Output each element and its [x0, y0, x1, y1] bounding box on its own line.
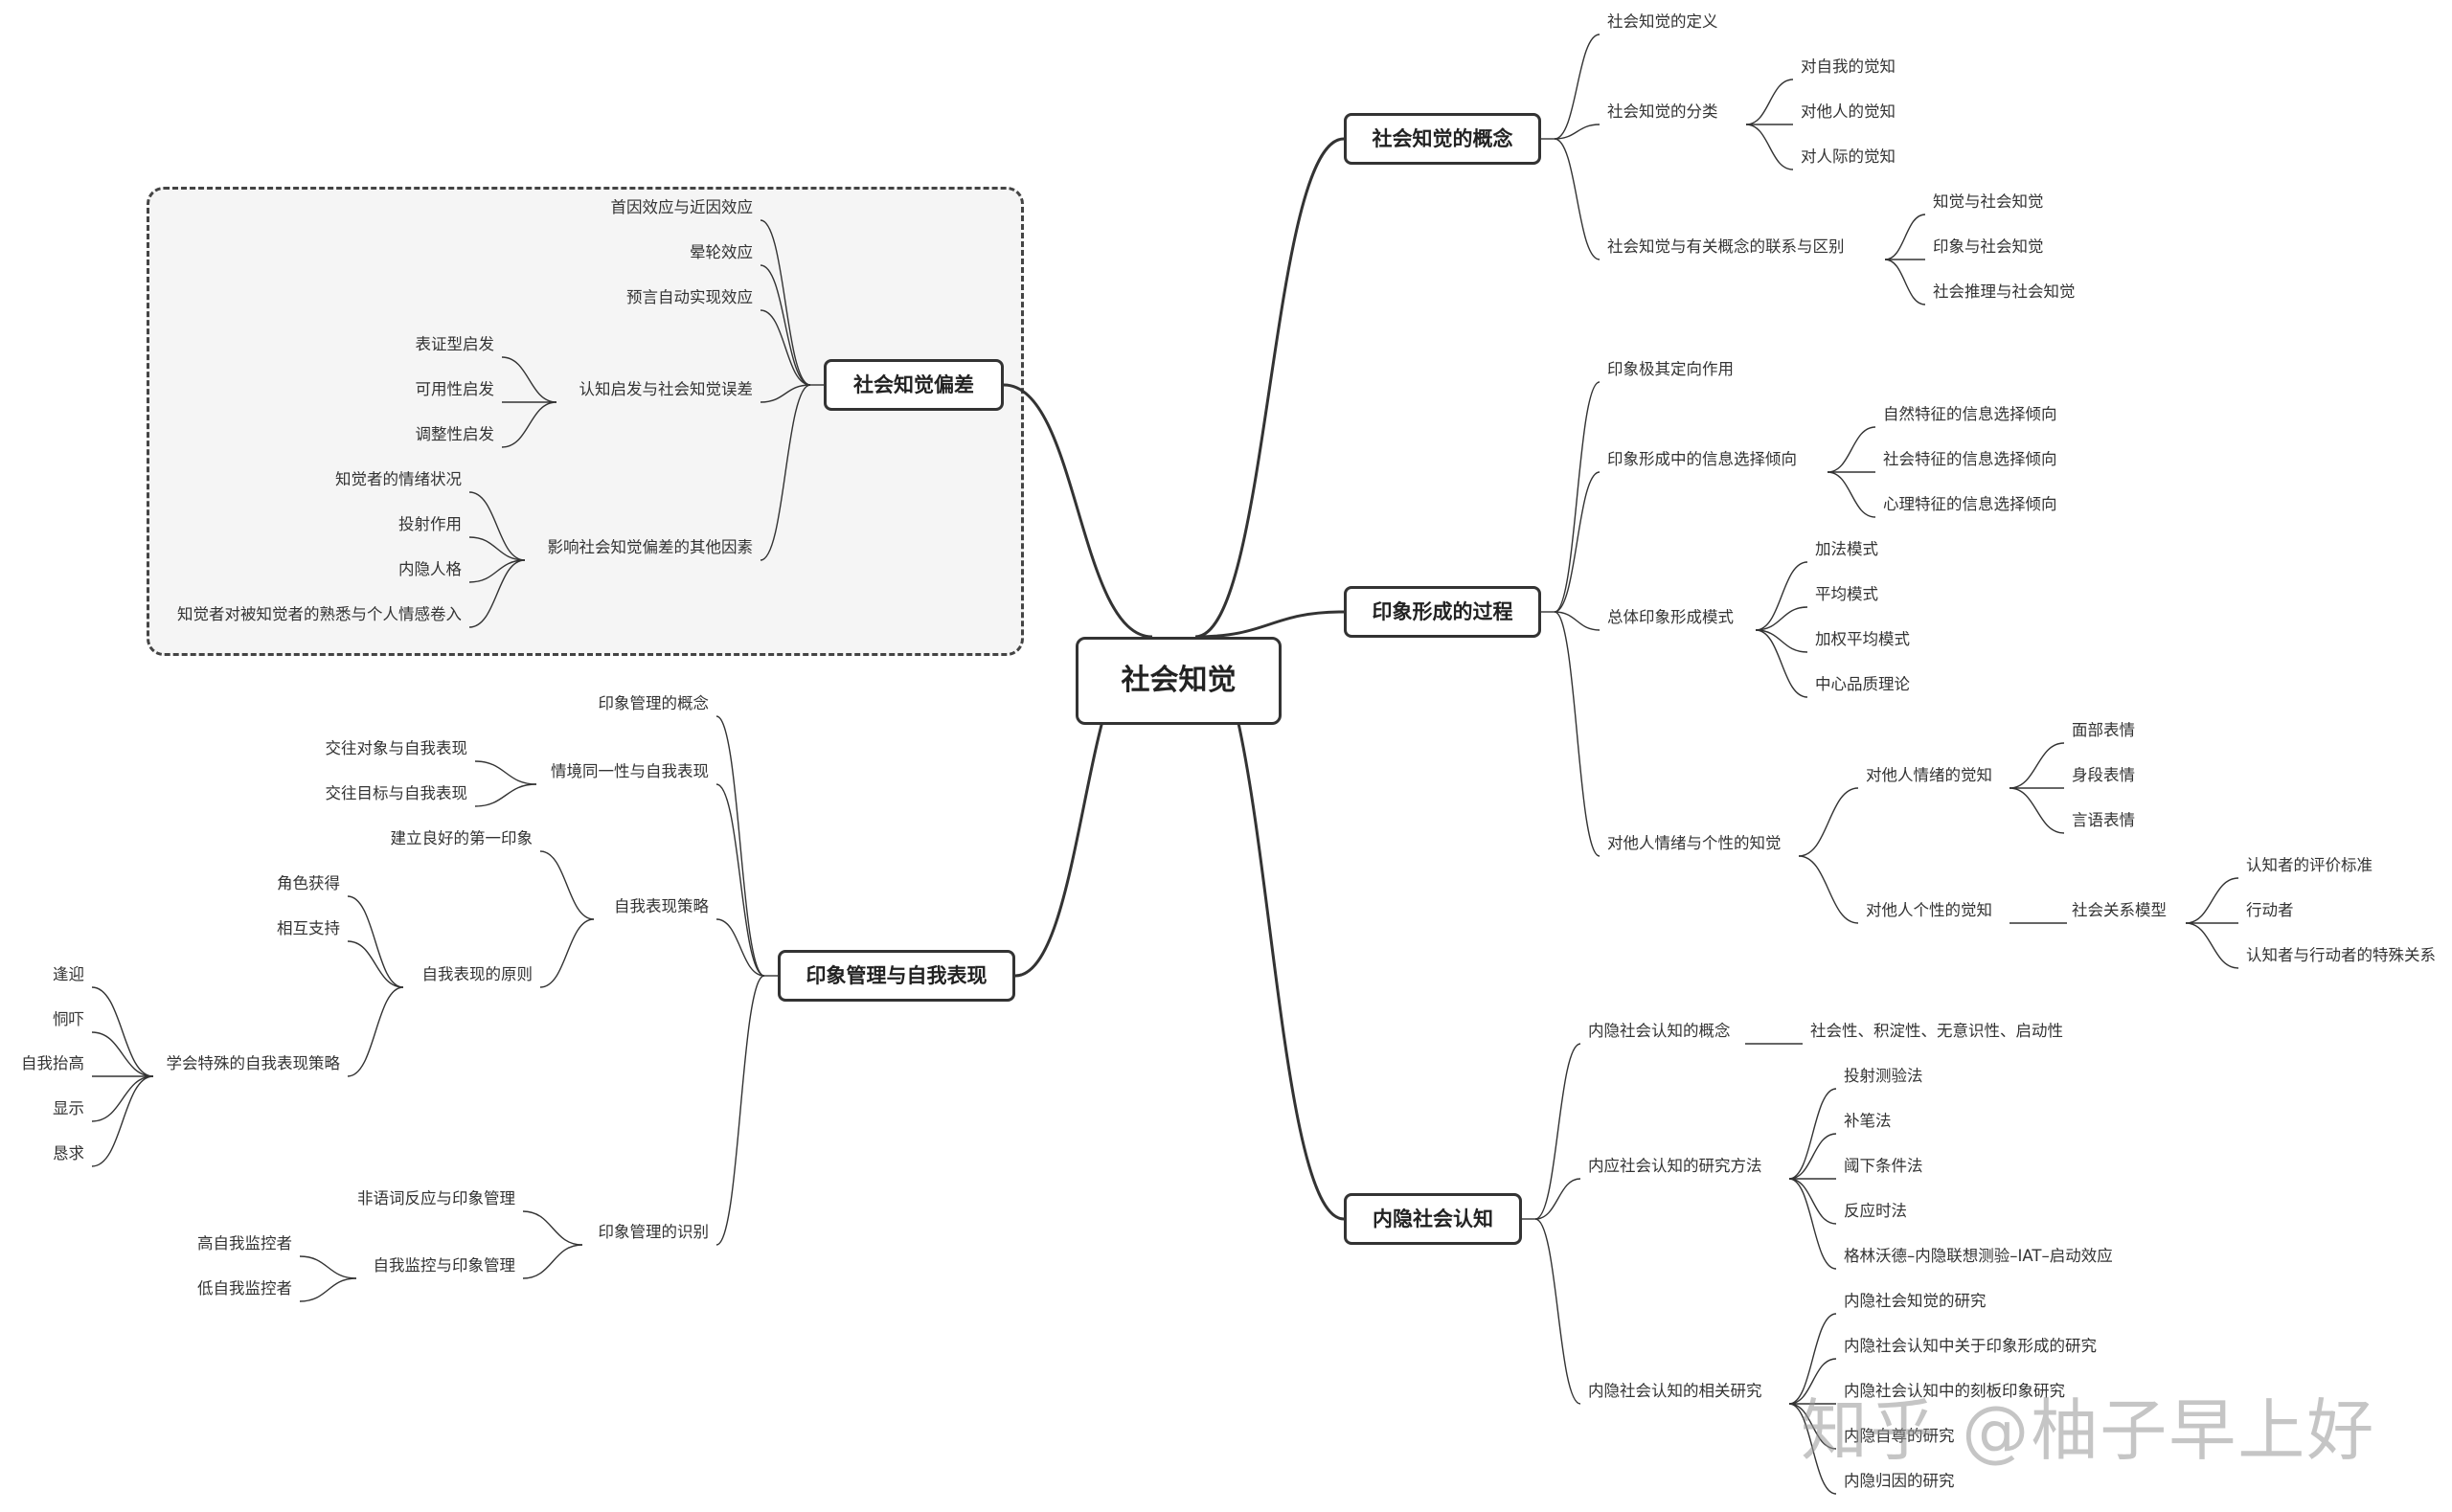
perception-bias-group-frame	[147, 187, 1024, 656]
connector	[1798, 787, 1859, 857]
connector	[1884, 259, 1926, 305]
connector	[474, 783, 537, 807]
connector	[1755, 606, 1808, 631]
connector	[1003, 383, 1153, 639]
connector	[522, 1210, 583, 1246]
connector	[1014, 635, 1153, 978]
connector	[2185, 877, 2239, 924]
connector	[539, 850, 595, 920]
connector	[715, 975, 765, 1246]
connector	[91, 1075, 154, 1122]
connector	[760, 384, 811, 403]
connector	[1788, 1178, 1837, 1270]
connector	[2009, 787, 2065, 834]
connector	[1788, 1133, 1837, 1180]
connector	[347, 940, 404, 988]
connector	[1788, 1313, 1837, 1405]
connector	[1788, 1088, 1837, 1180]
connector	[299, 1255, 357, 1279]
connector	[474, 760, 537, 785]
connector	[501, 401, 557, 448]
connector	[299, 1277, 357, 1302]
connector	[1884, 214, 1926, 260]
watermark: 知乎 @柚子早上好	[1801, 1391, 2376, 1470]
connector	[501, 356, 557, 403]
connector	[1194, 610, 1345, 639]
connector	[91, 1031, 154, 1077]
connector	[91, 1075, 154, 1167]
connector	[1755, 629, 1808, 698]
connector	[2185, 922, 2239, 969]
connector	[347, 986, 404, 1077]
connector	[91, 986, 154, 1077]
connector	[760, 309, 811, 386]
connector	[1788, 1178, 1837, 1225]
connector	[1755, 629, 1808, 653]
connector	[760, 264, 811, 386]
connector	[1554, 34, 1601, 140]
connector	[1755, 561, 1808, 631]
connector	[1554, 381, 1601, 613]
connector	[1827, 471, 1876, 518]
connector	[1745, 124, 1794, 170]
connector	[468, 491, 526, 561]
connector	[468, 536, 526, 561]
connector	[1534, 1218, 1581, 1405]
connector	[1827, 426, 1876, 473]
connector	[1788, 1358, 1837, 1405]
connector	[1745, 79, 1794, 125]
connector	[1554, 124, 1601, 140]
connector	[468, 559, 526, 628]
connector	[1554, 611, 1601, 631]
connector	[760, 219, 811, 386]
connector	[1554, 471, 1601, 613]
connector	[1788, 1403, 1837, 1450]
connector	[2009, 742, 2065, 789]
connector	[1554, 138, 1601, 260]
connector	[1554, 611, 1601, 857]
connector	[1798, 855, 1859, 924]
connector	[539, 918, 595, 988]
connector	[715, 918, 765, 977]
connector	[1534, 1178, 1581, 1220]
connector	[347, 895, 404, 988]
connector	[715, 715, 765, 977]
connector	[522, 1244, 583, 1279]
connector	[1194, 635, 1345, 1221]
connector	[760, 384, 811, 561]
connector	[1534, 1043, 1581, 1220]
connector	[468, 559, 526, 583]
connector	[1788, 1403, 1837, 1495]
connector	[715, 783, 765, 977]
connector	[1194, 137, 1345, 639]
